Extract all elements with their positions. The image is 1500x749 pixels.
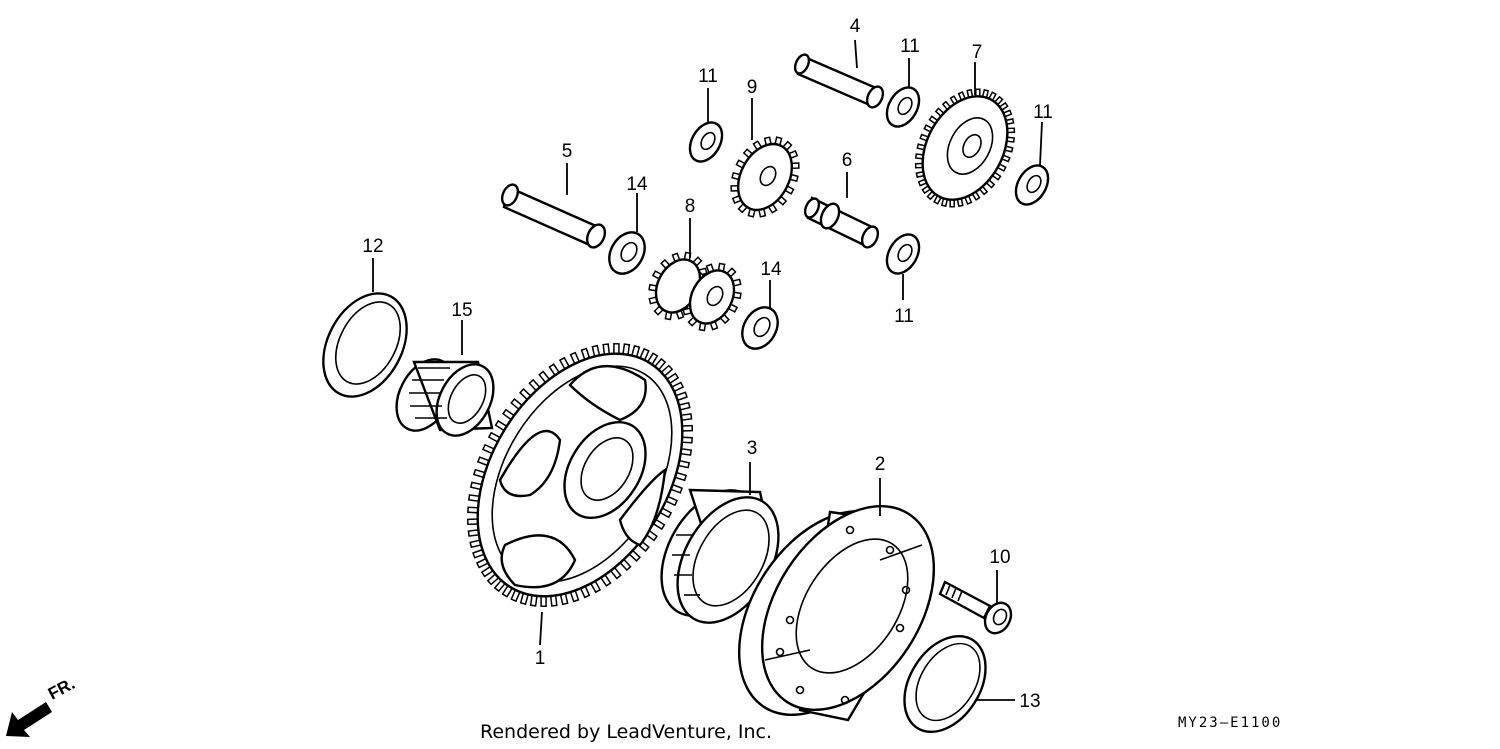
callout-14-b[interactable]: 14: [760, 259, 782, 280]
front-label: FR.: [45, 674, 78, 704]
callout-1[interactable]: 1: [535, 648, 546, 669]
diagram-code: MY23–E1100: [1178, 715, 1282, 731]
part-11-washer-a[interactable]: [683, 117, 728, 167]
callout-4[interactable]: 4: [850, 16, 861, 37]
part-14-washer-a[interactable]: [602, 226, 652, 280]
part-10-bolt[interactable]: [938, 580, 1016, 638]
part-1-driven-gear[interactable]: [435, 316, 724, 633]
callout-3[interactable]: 3: [747, 438, 758, 459]
callout-15[interactable]: 15: [451, 300, 472, 321]
callout-11-b[interactable]: 11: [900, 36, 920, 57]
part-7-gear[interactable]: [906, 82, 1025, 215]
callout-5[interactable]: 5: [562, 141, 573, 162]
part-6-stepped-shaft[interactable]: [802, 196, 881, 250]
callout-11-c[interactable]: 11: [1033, 102, 1053, 123]
render-credit: Rendered by LeadVenture, Inc.: [480, 721, 772, 743]
callout-11-a[interactable]: 11: [698, 66, 718, 87]
callout-11-d[interactable]: 11: [894, 306, 914, 327]
part-13-washer[interactable]: [888, 621, 1002, 746]
callout-8[interactable]: 8: [685, 196, 696, 217]
front-arrow-icon: [6, 702, 52, 737]
callout-12[interactable]: 12: [362, 236, 383, 257]
part-12-washer[interactable]: [307, 279, 424, 411]
callout-7[interactable]: 7: [972, 42, 983, 63]
part-11-washer-b[interactable]: [880, 82, 925, 132]
part-5-shaft[interactable]: [499, 182, 608, 250]
callout-14-a[interactable]: 14: [626, 174, 648, 195]
callout-2[interactable]: 2: [875, 454, 886, 475]
part-14-washer-b[interactable]: [735, 301, 785, 355]
part-4-shaft[interactable]: [792, 52, 886, 110]
callout-10[interactable]: 10: [989, 547, 1010, 568]
part-9-gear[interactable]: [727, 135, 802, 219]
callout-9[interactable]: 9: [747, 77, 758, 98]
part-8-idle-gear[interactable]: [647, 251, 743, 332]
front-direction-indicator: FR.: [6, 674, 78, 737]
part-11-washer-d[interactable]: [880, 229, 925, 279]
callout-6[interactable]: 6: [842, 150, 853, 171]
part-2-clutch-outer[interactable]: [704, 475, 970, 746]
callout-13[interactable]: 13: [1019, 691, 1040, 712]
leader-lines: [372, 39, 1043, 701]
callout-labels: 1 2 3 4 5 6 7 8 9 10 11 11 11 11 12 13 1…: [362, 16, 1052, 712]
part-11-washer-c[interactable]: [1009, 160, 1054, 210]
part-15-needle-bearing[interactable]: [385, 350, 505, 446]
